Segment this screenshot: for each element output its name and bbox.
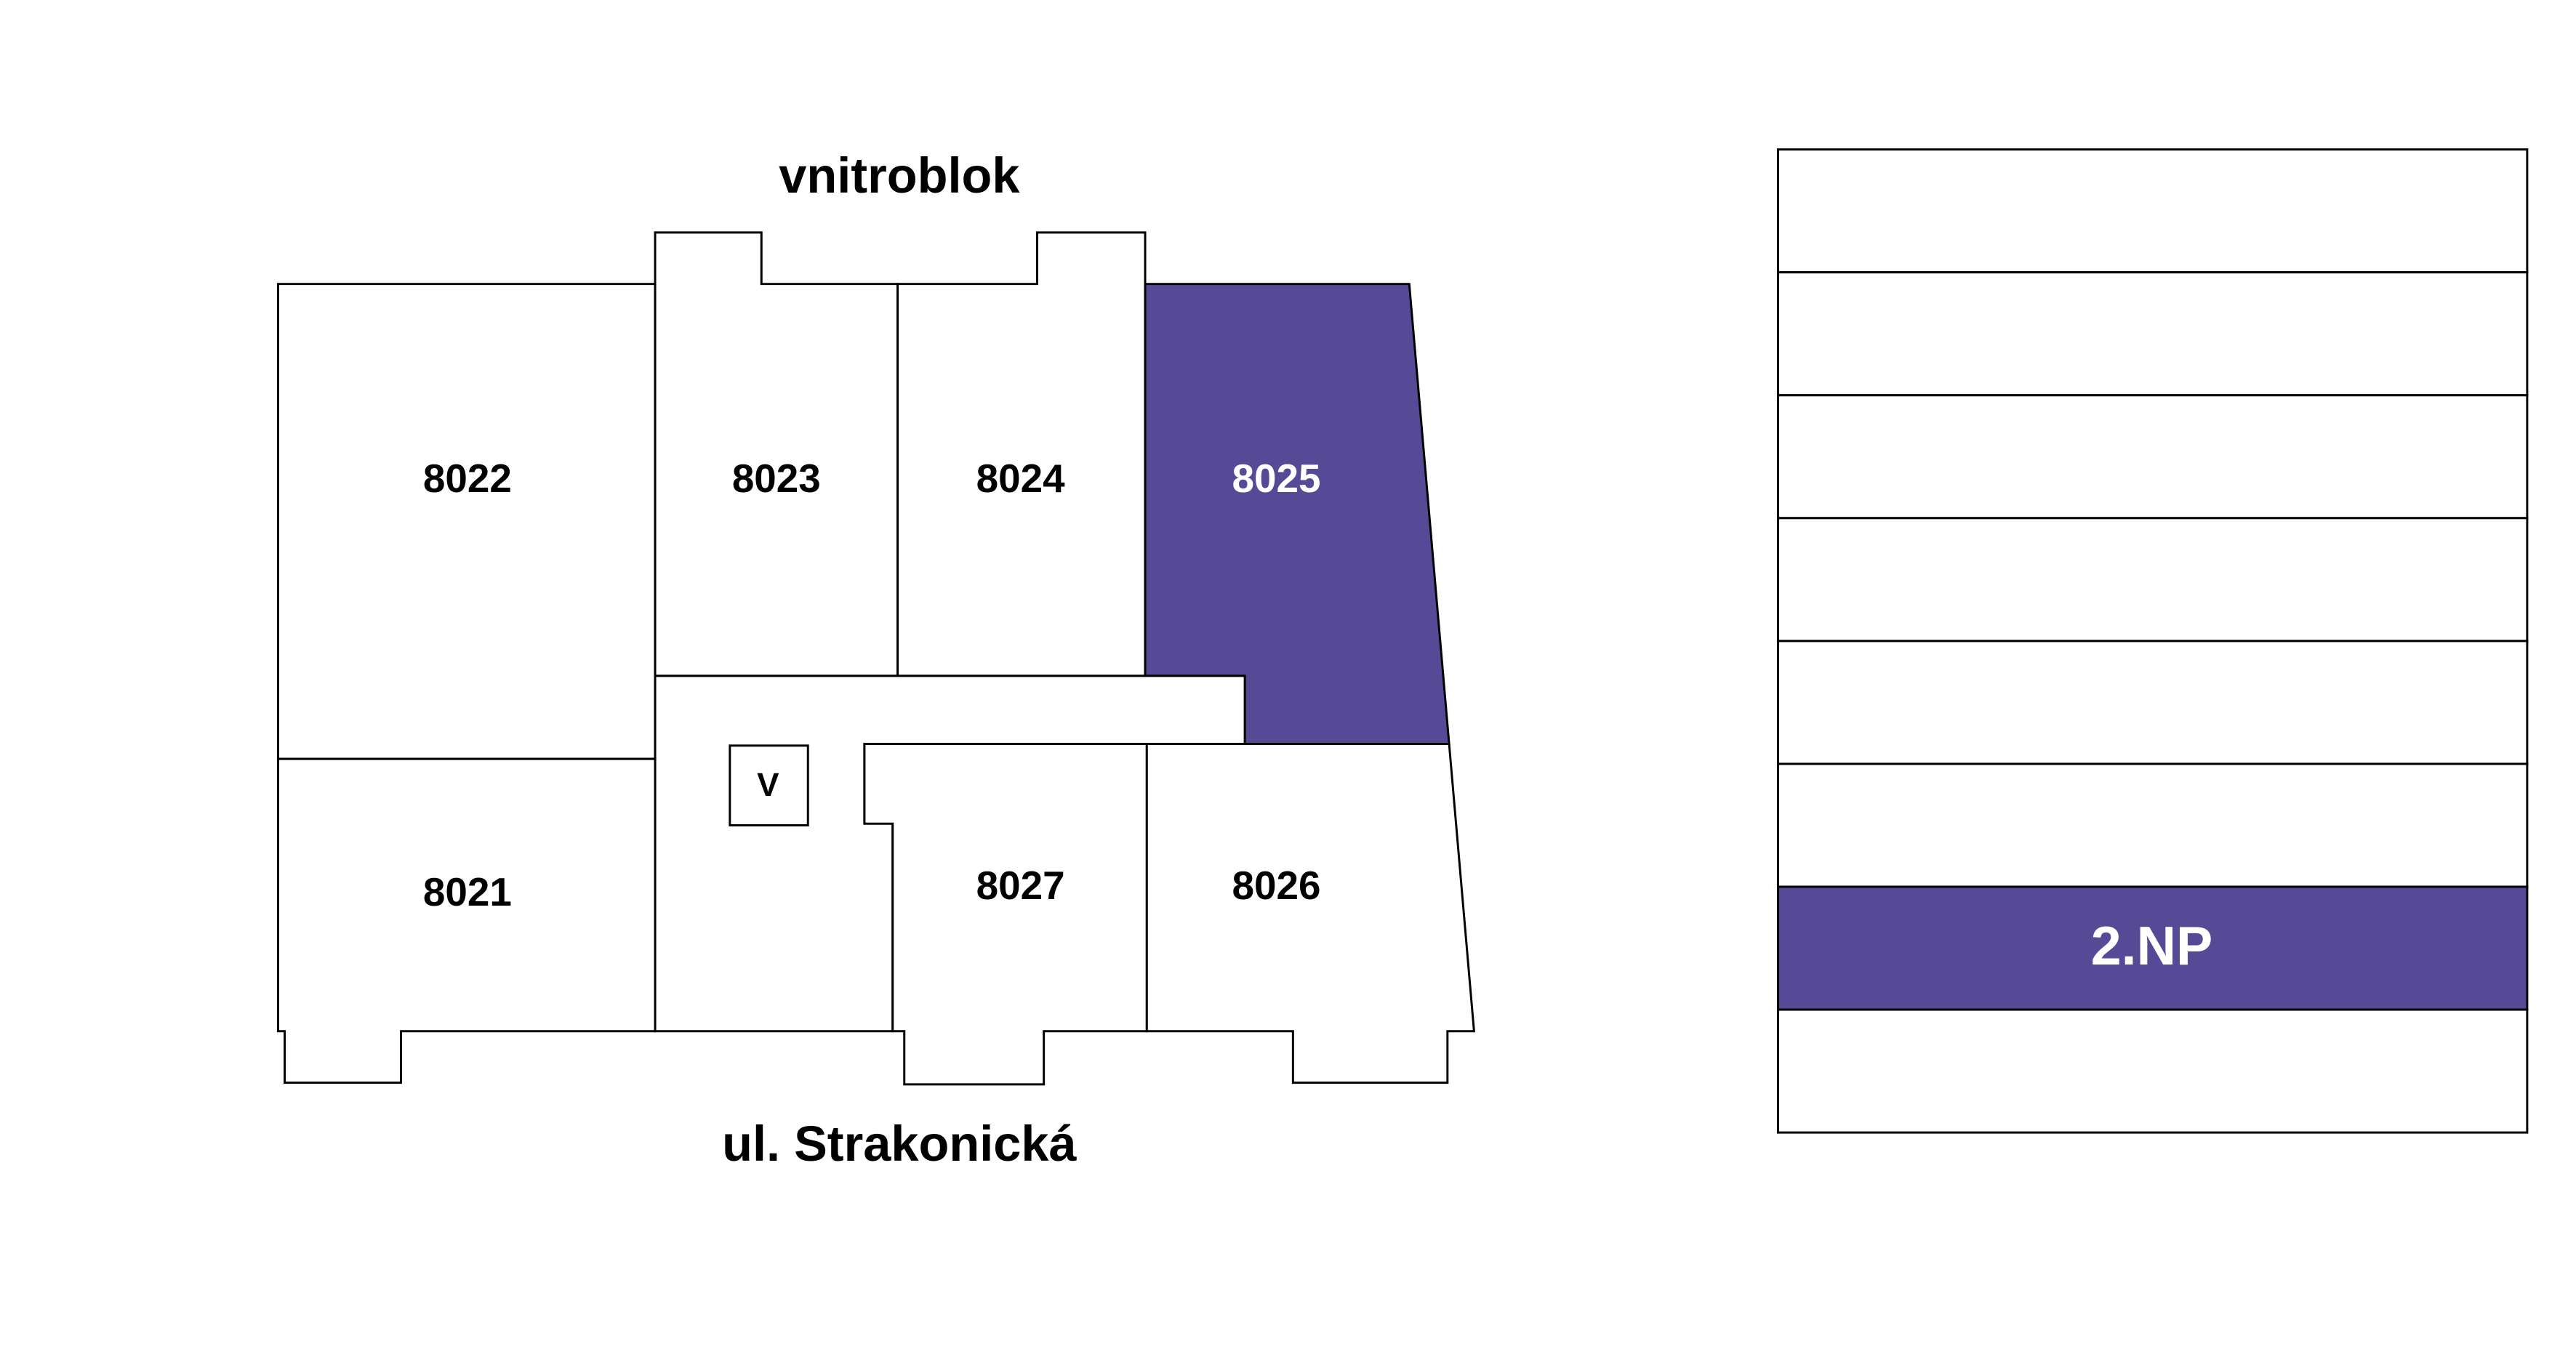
unit-label-8025: 8025 <box>1232 456 1321 501</box>
unit-8022[interactable] <box>276 283 657 760</box>
floor-row-5[interactable] <box>1776 640 2529 765</box>
unit-8026[interactable] <box>1145 743 1476 1084</box>
unit-8024[interactable] <box>896 231 1147 677</box>
floor-row-4[interactable] <box>1776 517 2529 643</box>
floor-row-selected[interactable] <box>1776 885 2529 1011</box>
floor-row-6[interactable] <box>1776 762 2529 888</box>
stairwell <box>729 744 809 826</box>
floor-selector: 2.NP <box>1776 148 2529 1134</box>
unit-label-8027: 8027 <box>976 863 1065 908</box>
unit-8023[interactable] <box>654 231 899 677</box>
courtyard-label: vnitroblok <box>779 148 1020 204</box>
unit-label-8022: 8022 <box>423 456 512 501</box>
unit-label-8026: 8026 <box>1232 863 1321 908</box>
floor-row-3[interactable] <box>1776 394 2529 520</box>
stair-label: V <box>757 766 779 803</box>
selected-floor-label: 2.NP <box>2091 915 2213 976</box>
unit-8021[interactable] <box>276 757 657 1084</box>
floor-row-8[interactable] <box>1776 1008 2529 1134</box>
street-label: ul. Strakonická <box>722 1116 1077 1172</box>
unit-label-8024: 8024 <box>976 456 1065 501</box>
floor-row-1[interactable] <box>1776 148 2529 274</box>
unit-8027[interactable] <box>863 743 1148 1086</box>
floor-row-2[interactable] <box>1776 271 2529 397</box>
unit-label-8021: 8021 <box>423 869 512 914</box>
unit-label-8023: 8023 <box>732 456 821 501</box>
